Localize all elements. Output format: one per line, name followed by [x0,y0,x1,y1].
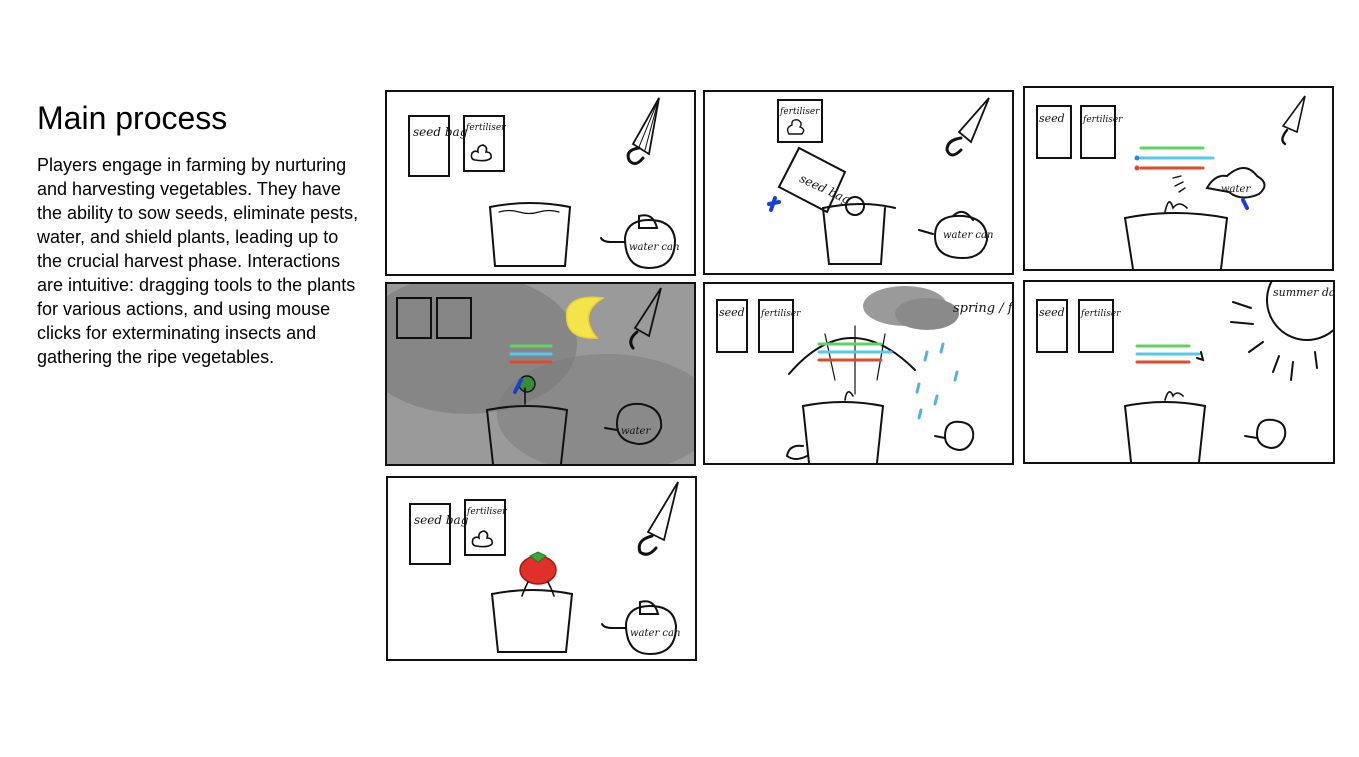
seed-label: seed [1039,112,1065,125]
storyboard-panel-1: seed bag fertiliser water can [385,90,696,276]
pot-icon [785,391,884,463]
storyboard-panel-3: seed fertiliser water [1023,86,1334,271]
pot-icon [491,589,573,653]
tomato-icon [519,551,557,597]
seed-bag-icon: seed bag [408,115,468,177]
watering-can-icon: water can [601,600,680,656]
umbrella-icon [629,287,662,350]
umbrella-icon [1281,95,1306,146]
status-bars [509,344,553,364]
fertilizer-label: fertiliser [760,309,801,319]
umbrella-icon [626,97,660,165]
status-bars [1134,146,1215,171]
storyboard-panel-4: water [385,282,696,466]
description-paragraph: Players engage in farming by nurturing a… [37,155,359,367]
fertilizer-label: fertiliser [779,107,820,117]
fertilizer-slot: fertiliser [1080,105,1123,159]
fertilizer-label: fertiliser [1082,115,1123,125]
fertilizer-bag-icon: fertiliser [777,99,823,143]
sun-icon: summer day [1230,282,1333,381]
fertilizer-slot: fertiliser [1078,299,1121,353]
storyboard-panel-2: fertiliser seed bag water can [703,90,1014,275]
seed-bag-label: seed bag [413,125,468,139]
watering-can-icon: water [1172,167,1266,210]
pot-icon [1124,391,1206,462]
fertilizer-slot [436,297,472,339]
cloud-icon [863,286,959,330]
storyboard-panel-6: seed fertiliser summer day [1023,280,1335,464]
fertilizer-label: fertiliser [465,123,506,133]
watering-can-label: water [1221,184,1251,195]
seed-slot: seed [1036,299,1068,353]
seed-label: seed [719,306,745,319]
watering-can-icon [1244,418,1287,450]
watering-can-label: water [621,426,651,437]
pot-icon [822,196,896,265]
seed-bag-label: seed bag [414,513,469,527]
watering-can-label: water can [943,230,993,241]
page-title: Main process [37,100,228,136]
status-bars [817,342,893,362]
moon-icon [565,296,606,339]
umbrella-icon [945,97,990,157]
storyboard-panel-5: seed fertiliser spring / fall [703,282,1014,465]
watering-can-icon: water can [600,214,679,270]
watering-can-label: water can [630,628,680,639]
seed-slot: seed [1036,105,1072,159]
pest-icon [513,375,536,394]
fertilizer-bag-icon: fertiliser [463,115,506,172]
rain-drops [915,342,959,420]
pot-icon [486,387,568,464]
seed-bag-icon: seed bag [767,146,853,214]
seed-bag-icon: seed bag [409,503,469,565]
status-bars [1135,344,1205,364]
watering-can-label: water can [629,242,679,253]
watering-can-icon: water can [918,210,993,260]
seed-slot [396,297,432,339]
pot-icon [489,202,571,267]
fertilizer-slot: fertiliser [758,299,801,353]
storyboard-panel-7: seed bag fertiliser water can [386,476,697,661]
watering-can-icon [934,420,975,452]
fertilizer-label: fertiliser [466,507,507,517]
pot-icon [1124,201,1228,269]
fertilizer-label: fertiliser [1080,309,1121,319]
seed-label: seed [1039,306,1065,319]
weather-label: spring / fall [953,301,1012,316]
fertilizer-bag-icon: fertiliser [464,499,507,556]
seed-slot: seed [716,299,748,353]
weather-label: summer day [1273,286,1333,299]
watering-can-icon: water [604,402,663,446]
umbrella-icon [637,481,679,556]
